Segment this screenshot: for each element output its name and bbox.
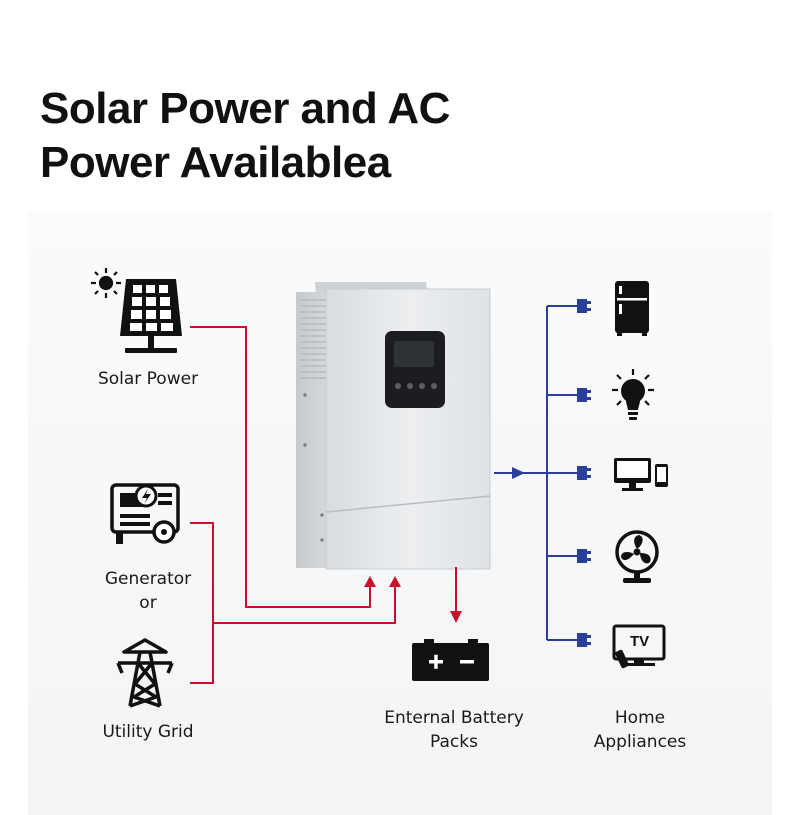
light-bulb-icon [612,369,654,420]
output-wiring [494,305,577,641]
input-arrows [364,576,462,623]
input-wiring [190,326,457,684]
title-line-2: Power Availablea [40,138,391,187]
generator-label-line-2: or [139,593,157,613]
plug-icon [577,633,591,647]
home-appliances-label-line-1: Home [614,708,666,728]
refrigerator-icon [615,281,649,336]
solar-power-label-text: Solar Power [97,369,199,389]
page-title: Solar Power and AC Power Availablea [40,82,560,190]
solar-power-label: Solar Power [78,367,218,391]
plug-icon [577,549,591,563]
arrow-down-battery [450,611,462,623]
computer-icon [614,458,668,491]
inverter-unit [296,282,491,570]
sun-icon [91,268,121,298]
utility-grid-label-text: Utility Grid [102,722,194,742]
arrow-up-grid [389,576,401,587]
plug-icon [577,388,591,402]
generator-label-line-1: Generator [104,569,192,589]
title-line-1: Solar Power and AC [40,84,450,133]
home-appliances-label-line-2: Appliances [593,732,687,752]
home-appliances-label: Home Appliances [572,706,708,754]
generator-label: Generator or [78,567,218,615]
arrow-up-solar [364,576,376,587]
solar-panel-icon [120,279,182,353]
plug-icon [577,466,591,480]
utility-grid-label: Utility Grid [78,720,218,744]
battery-label-line-1: Enternal Battery [384,708,524,728]
power-tower-icon [116,638,174,708]
arrow-right-output [512,467,525,479]
tv-icon-text: TV [630,633,649,650]
plug-icon [577,299,591,313]
battery-icon [412,639,489,681]
fan-icon [615,530,659,583]
battery-label: Enternal Battery Packs [370,706,538,754]
generator-icon [110,483,180,544]
inverter-vents [300,299,326,379]
battery-label-line-2: Packs [430,732,478,752]
tv-icon: TV [612,624,666,669]
